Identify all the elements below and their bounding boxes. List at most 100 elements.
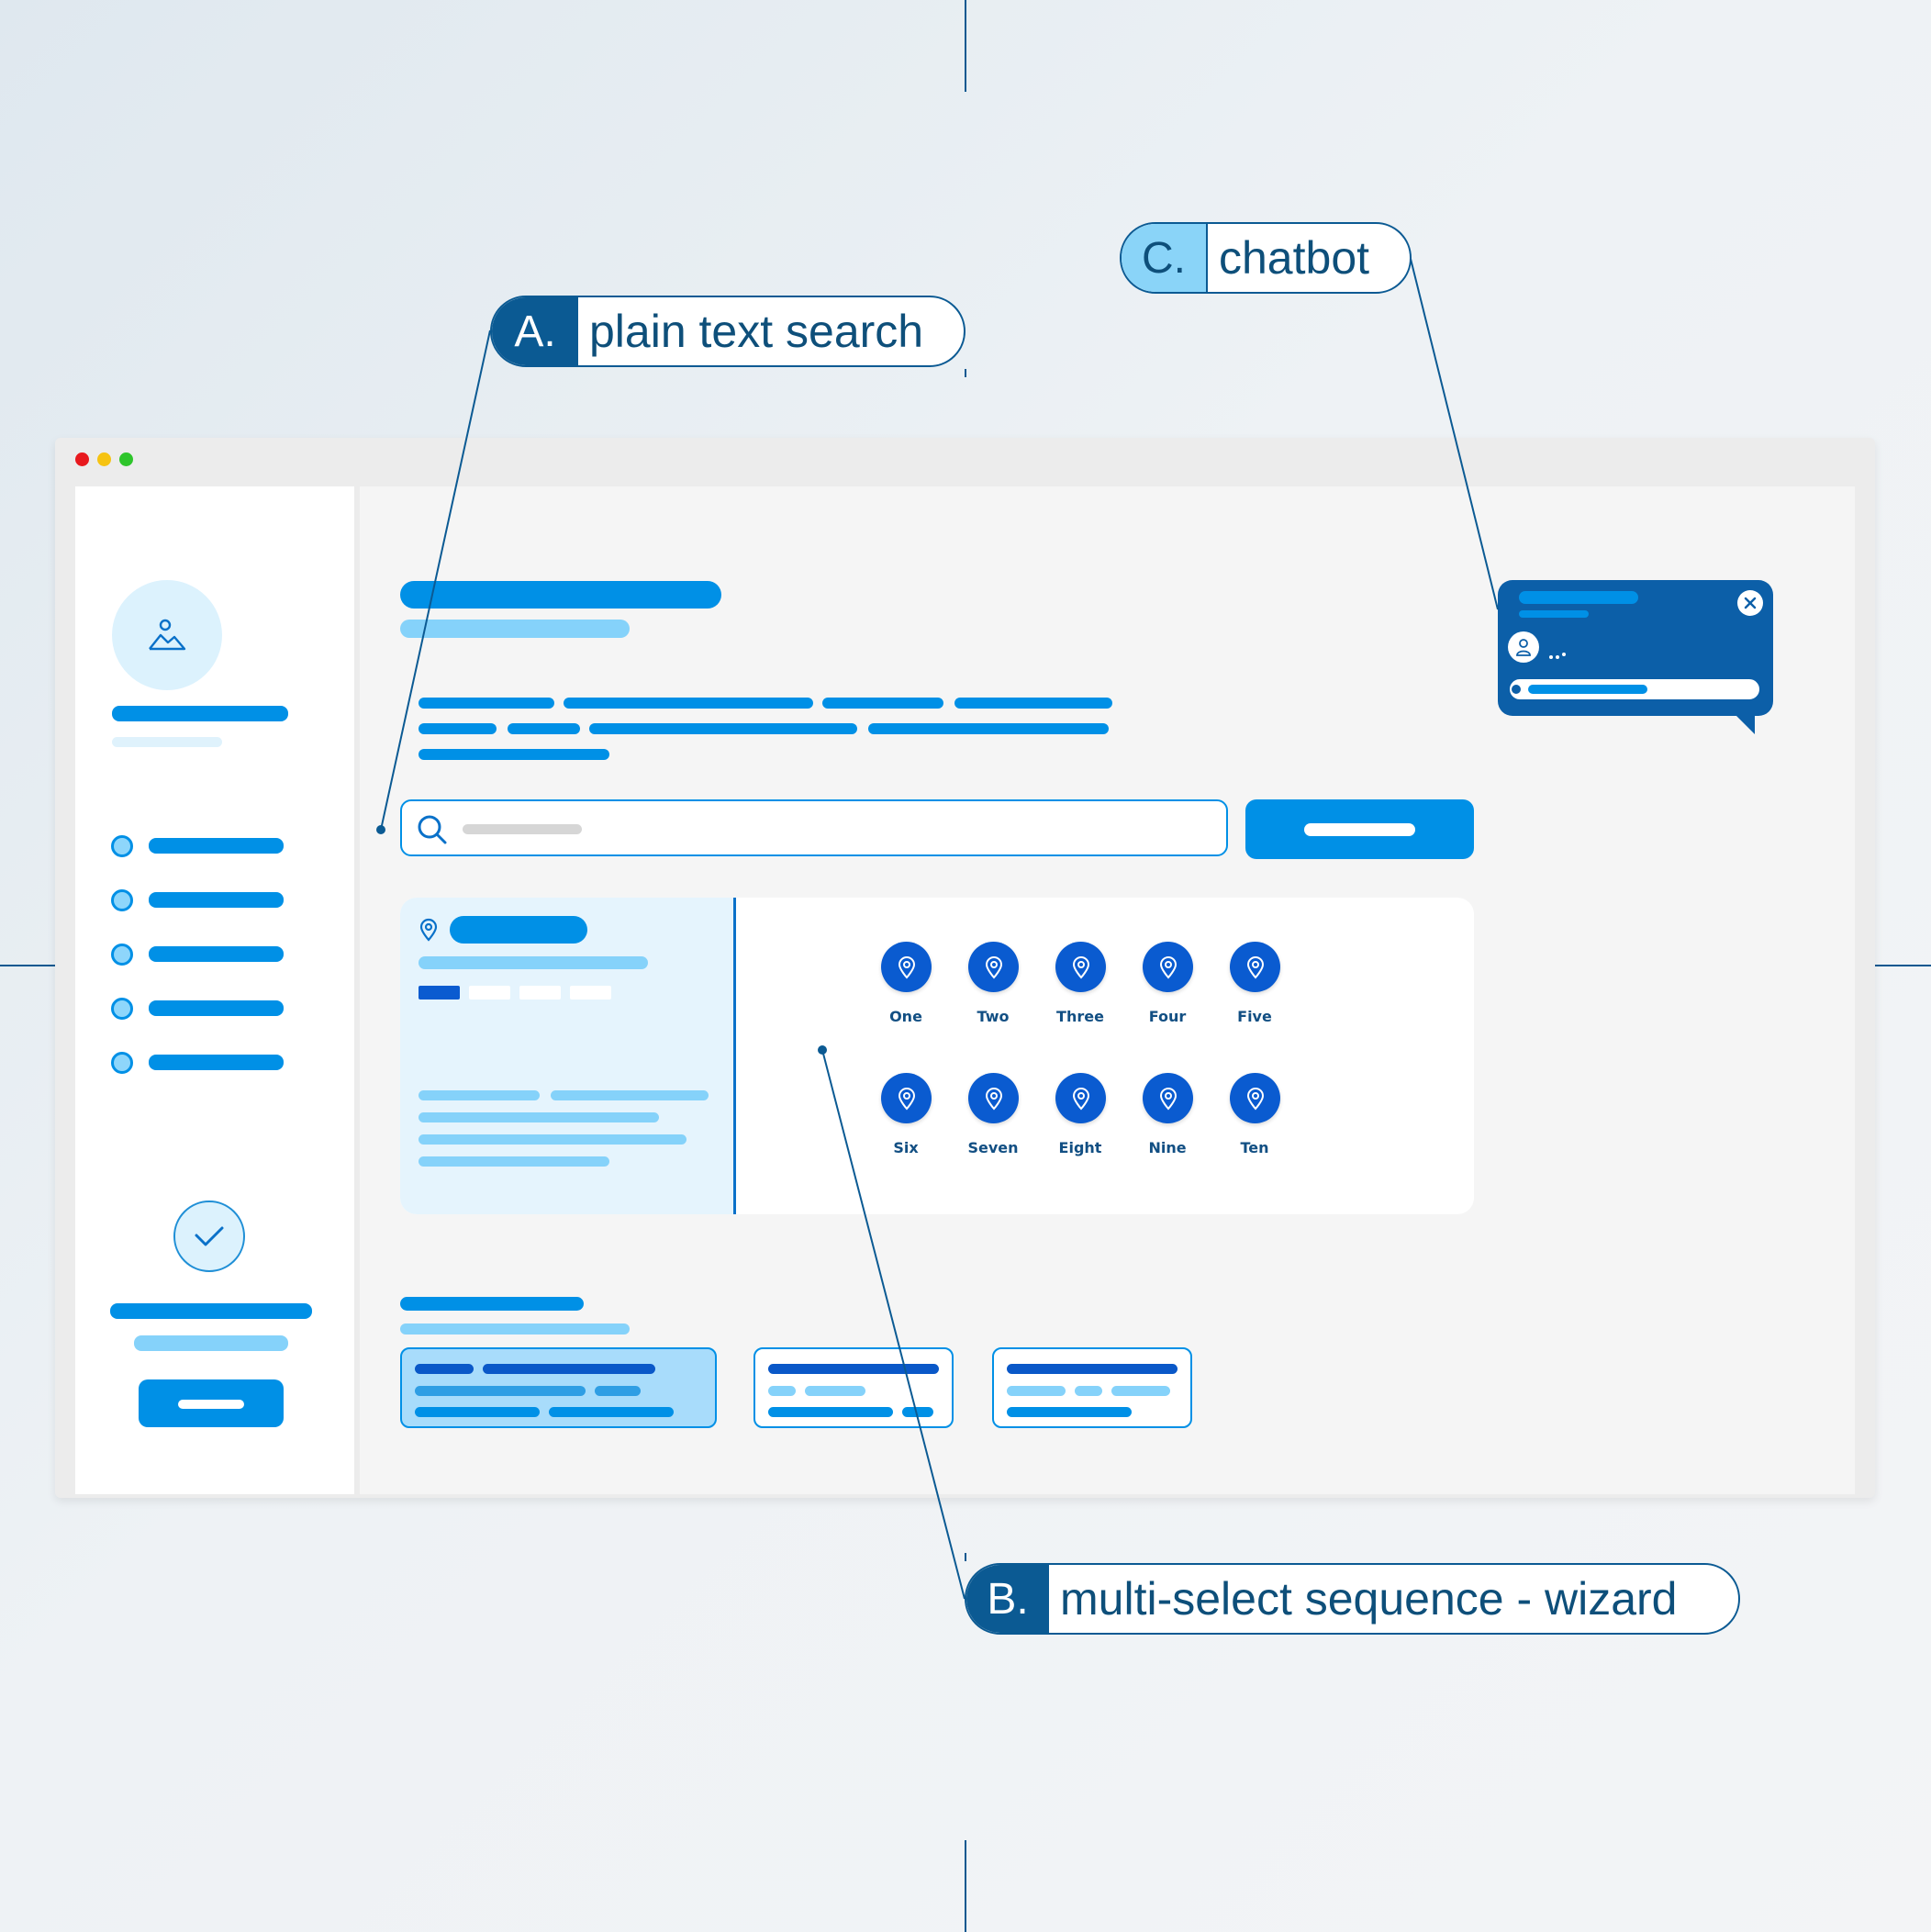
chat-message-input[interactable] (1508, 677, 1761, 701)
wizard-option-label: Seven (967, 1139, 1019, 1156)
wizard-text-line-1b (551, 1090, 709, 1100)
wizard-option-label: Four (1148, 1008, 1187, 1025)
map-pin-icon (985, 1087, 1002, 1111)
chat-typing-indicator (1549, 653, 1573, 660)
wizard-option-button[interactable] (881, 942, 932, 992)
wizard-option-button[interactable] (968, 1073, 1019, 1123)
wizard-option-button[interactable] (1143, 942, 1193, 992)
sidebar-radio-2[interactable] (111, 889, 133, 911)
profile-avatar[interactable] (112, 580, 222, 690)
map-pin-icon (419, 918, 438, 942)
map-pin-icon (1072, 955, 1089, 979)
map-pin-icon (898, 955, 915, 979)
confirm-button[interactable] (139, 1379, 284, 1427)
confirm-button-label-line (178, 1400, 244, 1409)
wizard-option-button[interactable] (1230, 942, 1280, 992)
result-2-line-3b (902, 1407, 933, 1417)
minimize-window-dot[interactable] (97, 452, 111, 466)
result-card-3[interactable] (992, 1347, 1192, 1428)
callout-b-label: B. multi-select sequence - wizard (965, 1563, 1740, 1635)
sidebar-item-5-line[interactable] (149, 1055, 284, 1070)
wizard-option-label: Two (977, 1008, 1010, 1025)
map-pin-icon (1159, 955, 1177, 979)
wizard-option-button[interactable] (1230, 1073, 1280, 1123)
chat-close-button[interactable] (1737, 590, 1763, 616)
wizard-option-button[interactable] (1055, 1073, 1106, 1123)
chat-sub-line (1519, 610, 1589, 618)
wizard-text-line-4 (419, 1156, 609, 1167)
wizard-option-label: Eight (1058, 1139, 1102, 1156)
result-2-line-3a (768, 1407, 893, 1417)
description-line-2b (508, 723, 580, 734)
sidebar-radio-1[interactable] (111, 835, 133, 857)
sidebar-item-3-line[interactable] (149, 946, 284, 962)
callout-a-label: A. plain text search (490, 296, 966, 367)
map-pin-icon (1246, 1087, 1264, 1111)
search-input[interactable] (400, 799, 1228, 856)
chat-input-cursor-dot (1512, 685, 1521, 694)
map-pin-icon (985, 955, 1002, 979)
crosshair-top-tick (965, 369, 966, 377)
crosshair-bottom-tick (965, 1553, 966, 1561)
wizard-text-line-2 (419, 1112, 659, 1122)
map-pin-icon (1072, 1087, 1089, 1111)
checkmark-icon (195, 1226, 224, 1246)
sidebar-radio-4[interactable] (111, 998, 133, 1020)
wizard-text-line-3 (419, 1134, 686, 1145)
wizard-option-button[interactable] (1143, 1073, 1193, 1123)
search-button-label-line (1304, 823, 1415, 836)
description-line-1d (954, 698, 1112, 709)
sidebar (75, 486, 354, 1494)
sidebar-radio-3[interactable] (111, 944, 133, 966)
sidebar-item-4-line[interactable] (149, 1000, 284, 1016)
wizard-option-label: Three (1056, 1008, 1104, 1025)
callout-a-text: plain text search (589, 306, 924, 357)
wizard-option-label: Six (893, 1139, 919, 1156)
result-card-2[interactable] (753, 1347, 954, 1428)
result-1-line-2b (595, 1386, 641, 1396)
result-3-line-3 (1007, 1407, 1132, 1417)
chat-input-text-line (1528, 685, 1647, 694)
wizard-option-label: Ten (1240, 1139, 1269, 1156)
confirm-title-line (110, 1303, 312, 1319)
wizard-option-button[interactable] (881, 1073, 932, 1123)
wizard-option-button[interactable] (1055, 942, 1106, 992)
result-3-line-2a (1007, 1386, 1066, 1396)
wizard-progress-step-3 (519, 986, 561, 1000)
wizard-option-label: Nine (1148, 1139, 1187, 1156)
crosshair-bottom (965, 1840, 966, 1932)
callout-c-letter: C. (1122, 224, 1208, 292)
page-title-line (400, 581, 721, 609)
result-2-line-1 (768, 1364, 939, 1374)
wizard-option-label: Five (1237, 1008, 1272, 1025)
search-button[interactable] (1245, 799, 1474, 859)
wizard-option-button[interactable] (968, 942, 1019, 992)
callout-c-text: chatbot (1219, 232, 1370, 284)
map-pin-icon (898, 1087, 915, 1111)
sidebar-radio-5[interactable] (111, 1052, 133, 1074)
callout-a-letter: A. (492, 297, 578, 365)
description-line-3a (419, 749, 609, 760)
result-card-1[interactable] (400, 1347, 717, 1428)
chatbot-widget[interactable] (1498, 580, 1773, 734)
description-line-1a (419, 698, 554, 709)
search-placeholder-line (463, 824, 582, 834)
sidebar-item-1-line[interactable] (149, 838, 284, 854)
image-icon (149, 619, 186, 651)
description-line-1b (564, 698, 813, 709)
result-1-line-1b (483, 1364, 655, 1374)
maximize-window-dot[interactable] (119, 452, 133, 466)
close-window-dot[interactable] (75, 452, 89, 466)
result-2-line-2b (805, 1386, 865, 1396)
user-icon (1516, 639, 1531, 656)
results-sub-line (400, 1323, 630, 1335)
map-pin-icon (1246, 955, 1264, 979)
callout-b-letter: B. (966, 1565, 1049, 1633)
crosshair-right (1839, 965, 1931, 966)
sidebar-item-2-line[interactable] (149, 892, 284, 908)
result-1-line-2a (415, 1386, 586, 1396)
search-icon (418, 815, 447, 844)
chat-title-line (1519, 591, 1638, 604)
